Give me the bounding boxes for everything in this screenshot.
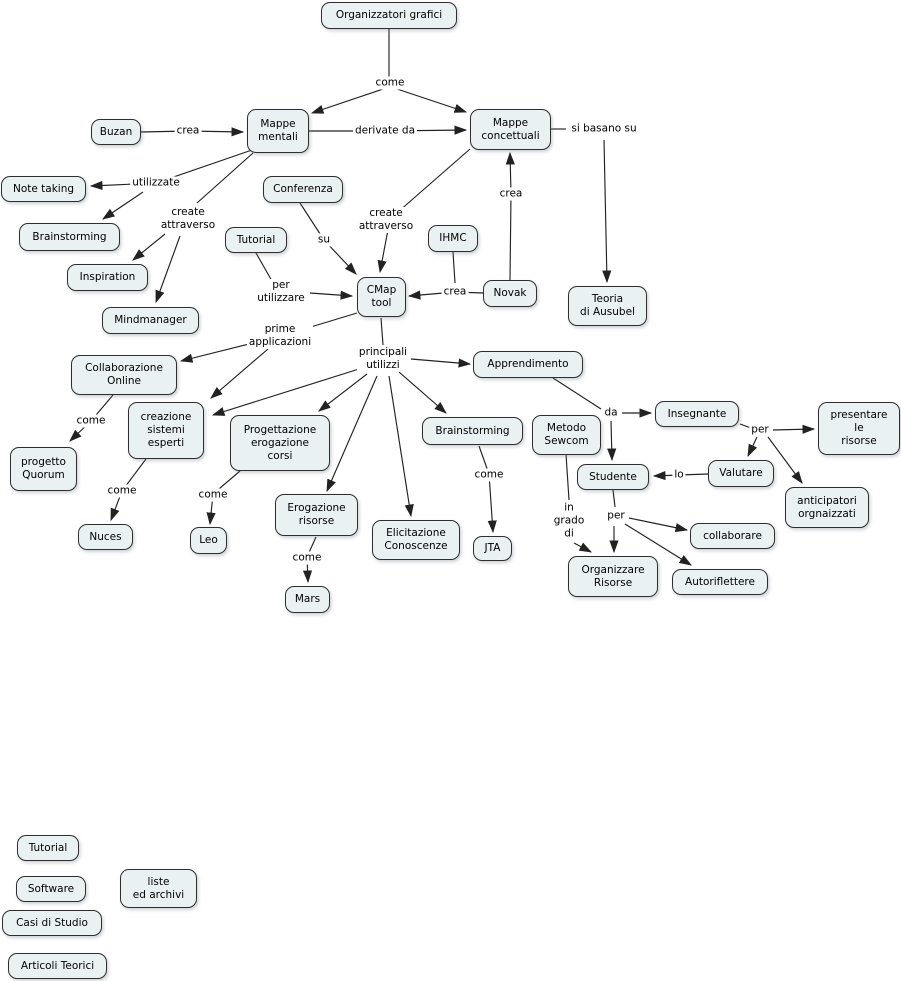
node-software[interactable]: Software xyxy=(16,876,86,902)
edge-24 xyxy=(318,373,368,412)
node-presentare-le-risorse[interactable]: presentare le risorse xyxy=(818,402,900,455)
node-elicitazione-conoscenze[interactable]: Elicitazione Conoscenze xyxy=(372,520,460,560)
link-label-come-mars[interactable]: come xyxy=(290,551,324,565)
edge-25 xyxy=(326,375,378,493)
node-collaborare[interactable]: collaborare xyxy=(690,523,775,549)
node-organizzatori-grafici[interactable]: Organizzatori grafici xyxy=(321,2,457,29)
node-erogazione-risorse[interactable]: Erogazione risorse xyxy=(275,494,358,536)
node-brainstorming-2[interactable]: Brainstorming xyxy=(422,417,523,445)
edge-37 xyxy=(772,424,816,434)
node-mappe-concettuali[interactable]: Mappe concettuali xyxy=(470,109,551,150)
edge-42 xyxy=(573,542,593,553)
node-creazione-sistemi-esperti[interactable]: creazione sistemi esperti xyxy=(128,402,204,459)
node-studente[interactable]: Studente xyxy=(577,464,649,490)
node-mappe-mentali[interactable]: Mappe mentali xyxy=(247,109,309,153)
link-label-per-studente[interactable]: per xyxy=(605,509,627,523)
link-label-per-utilizzare[interactable]: per utilizzare xyxy=(255,279,307,305)
link-label-in-grado-di[interactable]: in grado di xyxy=(551,501,587,541)
node-metodo-sewcom[interactable]: Metodo Sewcom xyxy=(532,415,601,455)
edge-17 xyxy=(132,233,166,261)
node-inspiration[interactable]: Inspiration xyxy=(67,264,148,291)
edge-6 xyxy=(602,139,612,284)
link-label-crea-novak[interactable]: crea xyxy=(497,187,525,201)
link-label-per-insegnante[interactable]: per xyxy=(749,423,771,437)
edge-32 xyxy=(478,445,497,534)
edge-27 xyxy=(398,371,447,414)
edge-26 xyxy=(388,375,414,518)
node-tutorial-1[interactable]: Tutorial xyxy=(225,227,287,253)
node-valutare[interactable]: Valutare xyxy=(708,460,774,487)
node-casi-di-studio[interactable]: Casi di Studio xyxy=(2,910,102,936)
edge-23 xyxy=(211,368,360,416)
node-liste-ed-archivi[interactable]: liste ed archivi xyxy=(120,869,197,908)
link-label-crea-buzan[interactable]: crea xyxy=(174,124,202,138)
node-mindmanager[interactable]: Mindmanager xyxy=(102,307,199,334)
node-progetto-quorum[interactable]: progetto Quorum xyxy=(10,447,77,491)
link-label-crea-cmap[interactable]: crea xyxy=(441,285,469,299)
node-organizzare-risorse[interactable]: Organizzare Risorse xyxy=(568,556,658,597)
edge-18 xyxy=(155,235,181,304)
node-anticipatori-orgnaizzati[interactable]: anticipatori orgnaizzati xyxy=(785,487,869,528)
edge-11 xyxy=(309,290,354,300)
edge-21 xyxy=(380,317,384,346)
link-label-come-jta[interactable]: come xyxy=(472,468,506,482)
node-tutorial-2[interactable]: Tutorial xyxy=(17,835,79,861)
node-apprendimento[interactable]: Apprendimento xyxy=(473,351,583,378)
node-articoli-teorici[interactable]: Articoli Teorici xyxy=(8,953,107,979)
node-jta[interactable]: JTA xyxy=(473,536,512,561)
link-label-come-top[interactable]: come xyxy=(373,76,407,90)
edge-10 xyxy=(255,252,273,282)
edge-7 xyxy=(505,151,515,281)
edge-2 xyxy=(396,88,468,113)
link-label-principali-utilizzi[interactable]: principali utilizzi xyxy=(356,346,410,372)
node-mars[interactable]: Mars xyxy=(285,586,330,613)
link-label-utilizzate[interactable]: utilizzate xyxy=(130,176,182,190)
edge-15 xyxy=(102,191,144,220)
edge-43 xyxy=(612,489,616,508)
node-teoria-di-ausubel[interactable]: Teoria di Ausubel xyxy=(568,286,647,326)
edge-33 xyxy=(552,377,602,410)
edge-16 xyxy=(196,152,254,204)
link-label-si-basano-su[interactable]: si basano su xyxy=(569,122,639,136)
node-progettazione-erogazione-corsi[interactable]: Progettazione erogazione corsi xyxy=(230,415,330,471)
link-label-create-attraverso-sx[interactable]: create attraverso xyxy=(158,206,218,232)
edge-1 xyxy=(310,88,384,114)
edge-45 xyxy=(628,517,689,533)
link-label-prime-applicazioni[interactable]: prime applicazioni xyxy=(246,323,314,349)
node-insegnante[interactable]: Insegnante xyxy=(655,401,739,427)
link-label-derivate-da[interactable]: derivate da xyxy=(352,124,418,138)
link-label-da[interactable]: da xyxy=(602,406,620,420)
node-note-taking[interactable]: Note taking xyxy=(1,176,86,202)
link-label-su[interactable]: su xyxy=(315,233,333,247)
link-label-come-leo[interactable]: come xyxy=(196,488,230,502)
link-label-create-attraverso-dx[interactable]: create attraverso xyxy=(356,207,416,233)
link-label-come-quorum[interactable]: come xyxy=(74,414,108,428)
edge-20 xyxy=(210,348,269,399)
node-buzan[interactable]: Buzan xyxy=(91,119,141,145)
edge-38 xyxy=(747,436,758,458)
node-leo[interactable]: Leo xyxy=(190,527,227,554)
link-label-lo[interactable]: lo xyxy=(672,468,686,482)
node-nuces[interactable]: Nuces xyxy=(78,524,133,550)
node-collaborazione-online[interactable]: Collaborazione Online xyxy=(71,355,177,395)
link-label-come-nuces[interactable]: come xyxy=(105,484,139,498)
edge-22 xyxy=(410,358,472,368)
node-ihmc[interactable]: IHMC xyxy=(428,225,478,252)
node-autoriflettere[interactable]: Autoriflettere xyxy=(672,569,768,595)
node-conferenza[interactable]: Conferenza xyxy=(263,176,343,203)
node-novak[interactable]: Novak xyxy=(483,280,537,307)
edge-35 xyxy=(607,420,617,462)
edge-41 xyxy=(565,453,570,501)
node-brainstorming-1[interactable]: Brainstorming xyxy=(19,223,120,251)
node-cmap-tool[interactable]: CMap tool xyxy=(357,277,406,317)
edge-12 xyxy=(452,251,456,284)
